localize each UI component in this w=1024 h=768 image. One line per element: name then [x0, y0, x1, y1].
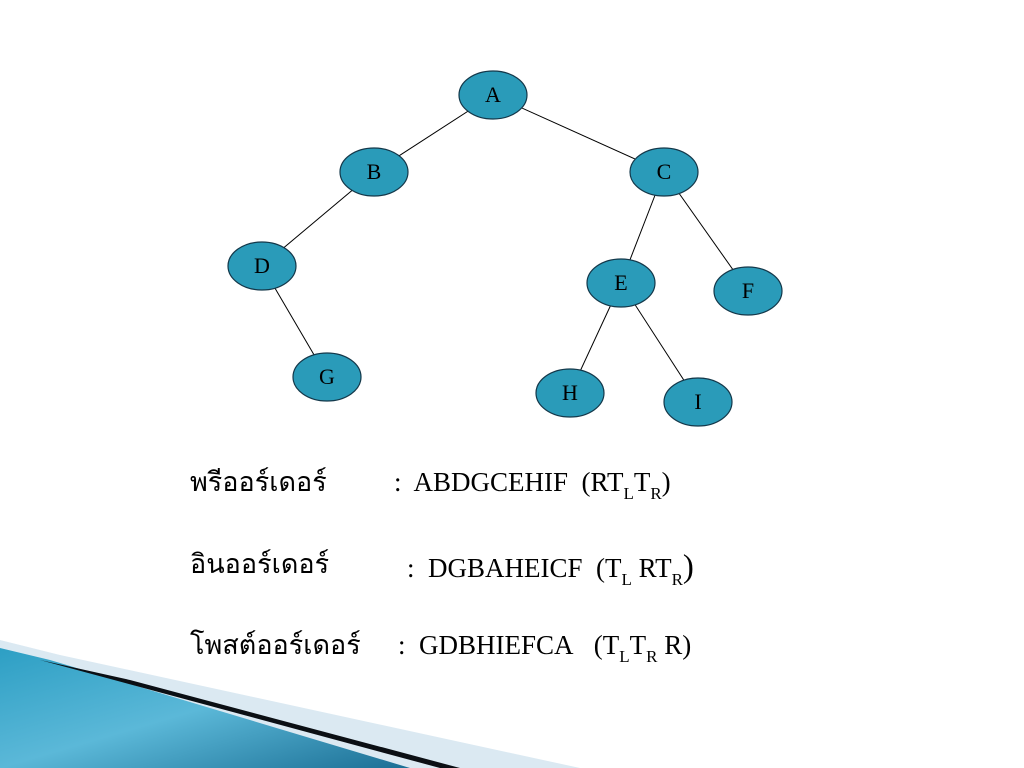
nodes-layer: A B C D E F G H I: [227, 70, 783, 427]
postorder-t-left: T: [602, 630, 620, 660]
tree-node-d: D: [227, 241, 297, 291]
inorder-row: อินออร์เดอร์: [190, 551, 329, 578]
preorder-sequence: ABDGCEHIF: [413, 467, 569, 497]
node-label-a: A: [485, 82, 501, 107]
node-shape-d: [227, 241, 297, 291]
inorder-t-left: T: [605, 553, 622, 583]
inorder-t-right: T: [655, 553, 672, 583]
postorder-root: R: [664, 630, 683, 660]
preorder-open-paren: (: [581, 467, 591, 497]
postorder-sequence: GDBHIEFCA: [419, 630, 574, 660]
inorder-close-paren: ): [682, 549, 694, 585]
node-shape-e: [586, 258, 656, 308]
tree-node-c: C: [629, 147, 699, 197]
postorder-formula: : GDBHIEFCA (TLTR R): [398, 630, 692, 666]
node-shape-a: [458, 70, 528, 120]
tree-node-f: F: [713, 266, 783, 316]
postorder-close-paren: ): [682, 630, 692, 660]
inorder-root: R: [638, 553, 656, 583]
preorder-sep: :: [394, 467, 402, 497]
node-label-h: H: [562, 380, 578, 405]
preorder-row: พรีออร์เดอร์: [190, 469, 327, 496]
postorder-sep: :: [398, 630, 406, 660]
postorder-t-right: T: [629, 630, 647, 660]
node-label-b: B: [367, 159, 382, 184]
tree-node-i: I: [663, 377, 733, 427]
decor-band-dark: [40, 660, 460, 768]
preorder-root: R: [590, 467, 607, 497]
preorder-t-left: T: [606, 467, 624, 497]
node-shape-g: [292, 352, 362, 402]
decor-band-blue: [0, 648, 410, 768]
inorder-sep: :: [407, 553, 415, 583]
tree-node-a: A: [458, 70, 528, 120]
node-shape-i: [663, 377, 733, 427]
preorder-formula: : ABDGCEHIF (RTLTR): [394, 467, 671, 503]
node-label-i: I: [694, 389, 701, 414]
postorder-row: โพสต์ออร์เดอร์: [190, 632, 361, 659]
postorder-sub-l: L: [619, 647, 630, 666]
inorder-open-paren: (: [596, 553, 606, 583]
node-label-d: D: [254, 253, 270, 278]
postorder-open-paren: (: [593, 630, 603, 660]
inorder-sub-l: L: [621, 570, 632, 589]
inorder-sub-r: R: [671, 570, 683, 589]
inorder-label: อินออร์เดอร์: [190, 549, 330, 579]
tree-node-g: G: [292, 352, 362, 402]
postorder-sub-r: R: [646, 647, 658, 666]
inorder-formula: : DGBAHEICF (TL RTR): [407, 549, 694, 589]
node-shape-h: [535, 368, 605, 418]
preorder-t-right: T: [633, 467, 651, 497]
node-label-c: C: [657, 159, 672, 184]
preorder-sub-l: L: [623, 484, 634, 503]
node-label-e: E: [614, 270, 627, 295]
preorder-sub-r: R: [650, 484, 662, 503]
preorder-close-paren: ): [661, 467, 671, 497]
node-label-g: G: [319, 364, 335, 389]
node-label-f: F: [742, 278, 754, 303]
node-shape-f: [713, 266, 783, 316]
tree-node-h: H: [535, 368, 605, 418]
node-shape-c: [629, 147, 699, 197]
inorder-sequence: DGBAHEICF: [428, 553, 583, 583]
postorder-label: โพสต์ออร์เดอร์: [190, 630, 361, 660]
node-shape-b: [339, 147, 409, 197]
tree-node-b: B: [339, 147, 409, 197]
preorder-label: พรีออร์เดอร์: [190, 467, 327, 497]
tree-node-e: E: [586, 258, 656, 308]
